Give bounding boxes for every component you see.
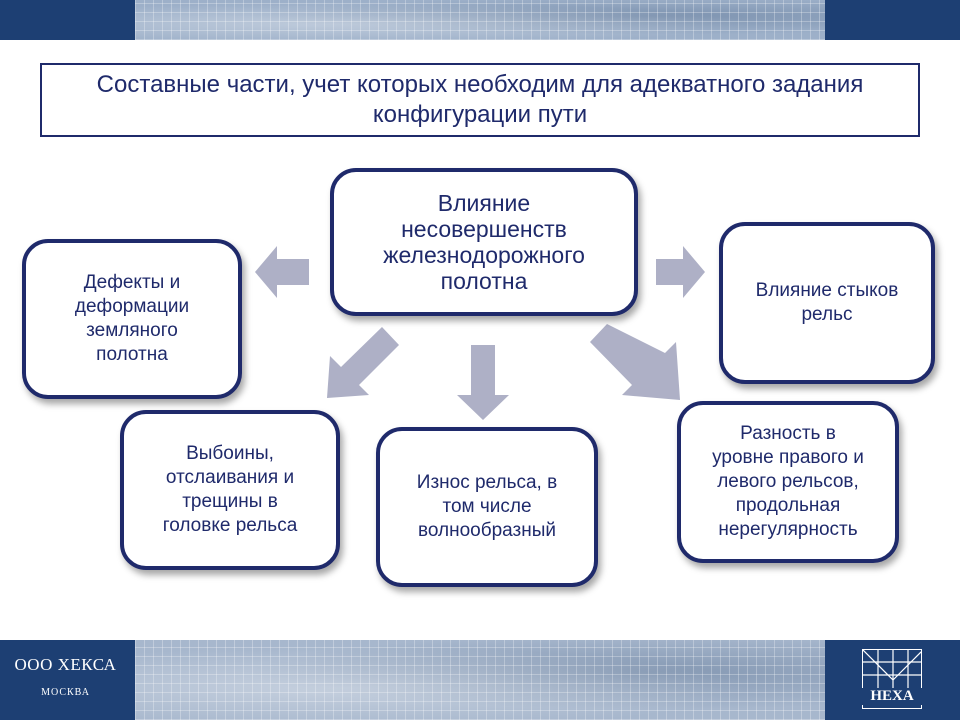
node-line: трещины в: [182, 491, 278, 512]
node-line: деформации: [74, 296, 190, 317]
node-joints: Влияние стыков рельс: [719, 222, 935, 384]
node-line: том числе: [442, 496, 532, 517]
footer-band: [0, 640, 960, 720]
footer-mesh-image: [135, 640, 825, 720]
node-level-difference-label: Разность в уровне правого и левого рельс…: [712, 422, 864, 542]
arrow-to-rail-wear: [457, 345, 509, 420]
node-line: земляного: [86, 320, 178, 341]
arrow-to-subgrade: [255, 246, 309, 298]
center-node-label: Влияние несовершенств железнодорожного п…: [383, 190, 585, 294]
center-node-line: полотна: [440, 268, 528, 294]
header-mesh-image: [135, 0, 825, 40]
node-line: рельс: [801, 304, 853, 325]
node-head-defects-label: Выбоины, отслаивания и трещины в головке…: [163, 442, 298, 538]
company-name: ООО ХЕКСА: [14, 655, 117, 674]
node-line: Влияние стыков: [755, 280, 899, 301]
center-node-line: несовершенств: [401, 216, 567, 242]
page-title-text: Составные части, учет которых необходим …: [96, 71, 864, 128]
node-subgrade: Дефекты и деформации земляного полотна: [22, 239, 242, 399]
node-head-defects: Выбоины, отслаивания и трещины в головке…: [120, 410, 340, 570]
center-node-line: Влияние: [437, 190, 531, 216]
node-line: Выбоины,: [186, 443, 274, 464]
node-rail-wear: Износ рельса, в том числе волнообразный: [376, 427, 598, 587]
center-node: Влияние несовершенств железнодорожного п…: [330, 168, 638, 316]
company-city: МОСКВА: [41, 687, 90, 698]
node-line: головке рельса: [162, 515, 298, 536]
arrow-to-joints: [656, 246, 705, 298]
node-line: Разность в: [740, 423, 836, 444]
node-subgrade-label: Дефекты и деформации земляного полотна: [75, 271, 189, 367]
header-band: [0, 0, 960, 40]
node-line: уровне правого и: [712, 447, 864, 468]
node-line: левого рельсов,: [717, 471, 859, 492]
arrow-to-head-defects: [327, 327, 399, 398]
node-line: Дефекты и: [83, 272, 181, 293]
node-level-difference: Разность в уровне правого и левого рельс…: [677, 401, 899, 563]
logo-text: HEXA: [862, 688, 922, 705]
page-title: Составные части, учет которых необходим …: [40, 63, 920, 137]
node-joints-label: Влияние стыков рельс: [756, 279, 899, 327]
node-line: нерегулярность: [718, 519, 858, 540]
node-line: полотна: [96, 344, 168, 365]
node-line: волнообразный: [417, 520, 556, 541]
node-line: Износ рельса, в: [416, 472, 558, 493]
arrow-to-level-difference: [590, 324, 680, 400]
node-line: продольная: [735, 495, 841, 516]
node-line: отслаивания и: [165, 467, 295, 488]
hexa-logo-icon: [862, 649, 922, 709]
center-node-line: железнодорожного: [383, 242, 585, 268]
node-rail-wear-label: Износ рельса, в том числе волнообразный: [417, 471, 557, 543]
